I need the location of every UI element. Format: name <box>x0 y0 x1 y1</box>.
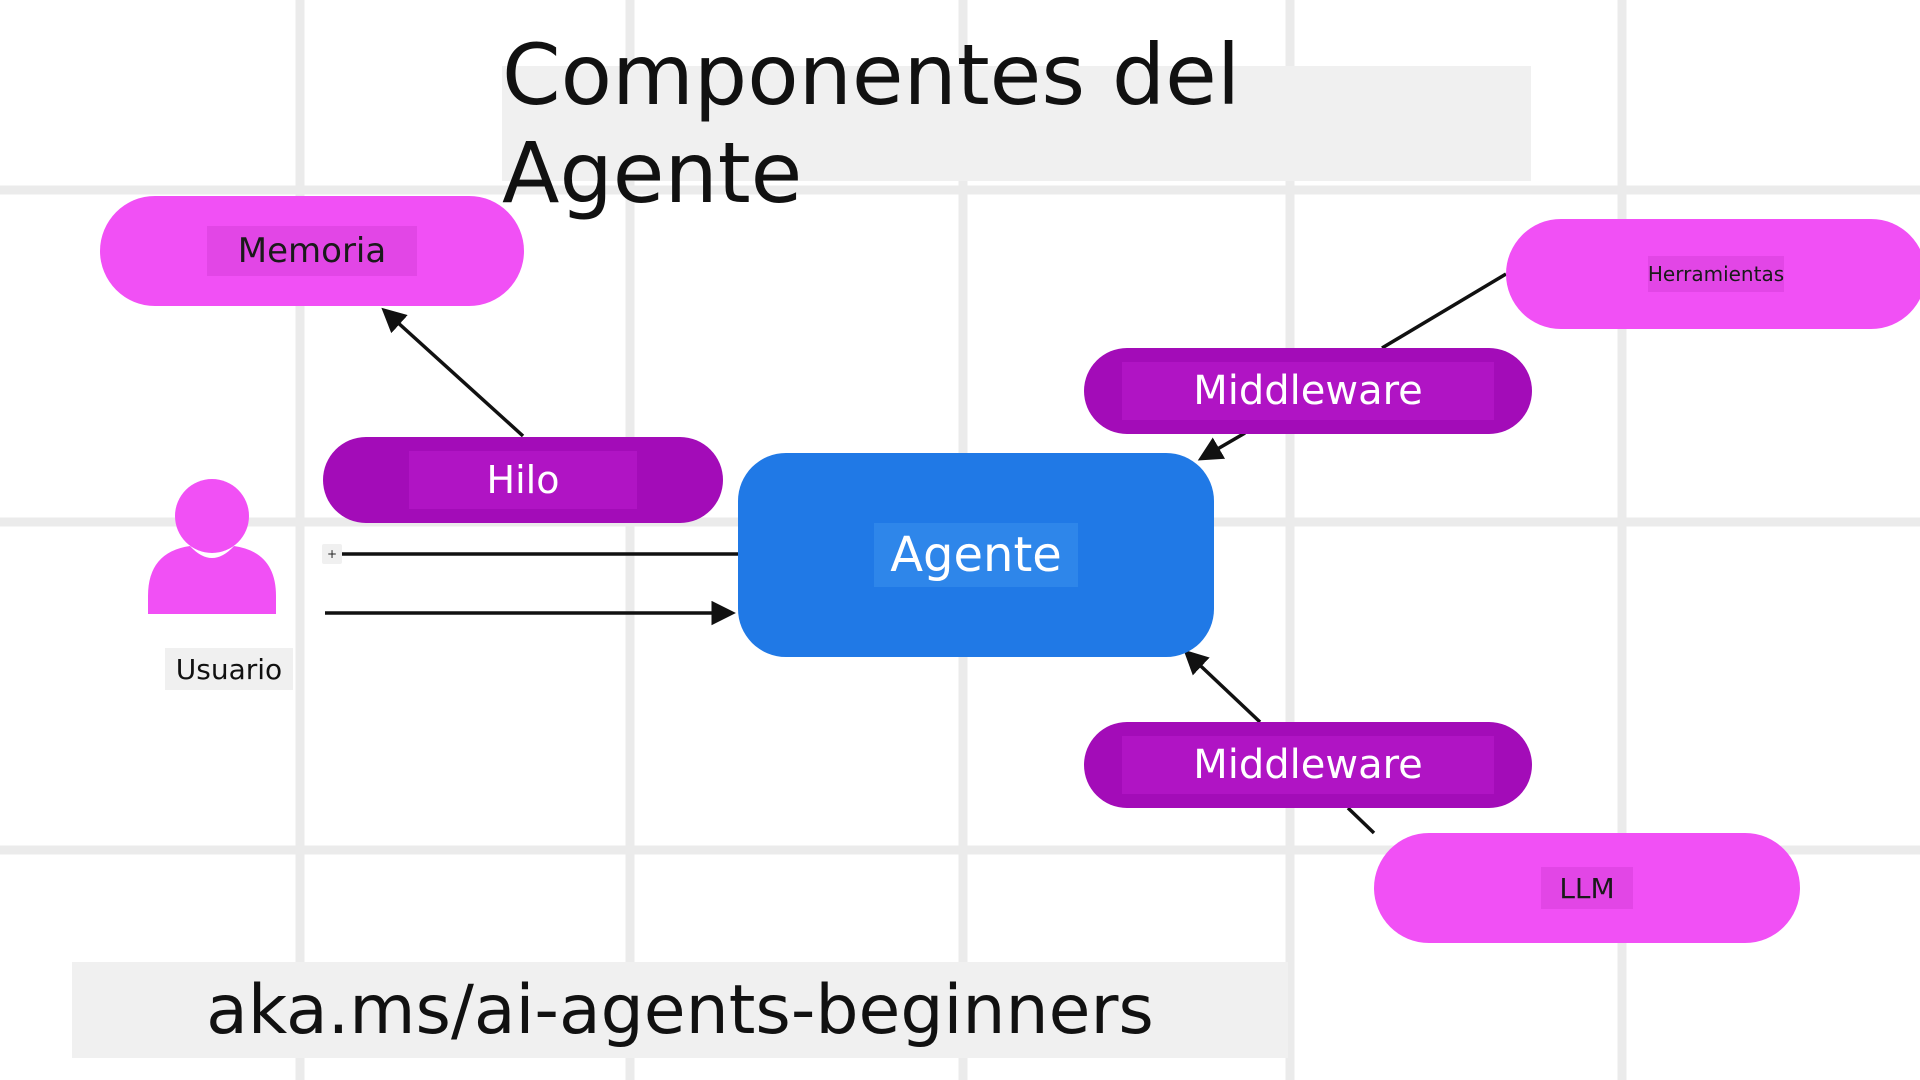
memoria-node: Memoria <box>100 196 524 306</box>
hilo-label: Hilo <box>409 451 637 509</box>
middleware-bottom-label: Middleware <box>1122 736 1494 794</box>
middleware-top-label: Middleware <box>1122 362 1494 420</box>
herramientas-label: Herramientas <box>1648 256 1784 292</box>
llm-label: LLM <box>1541 867 1633 909</box>
herramientas-node: Herramientas <box>1506 219 1920 329</box>
usuario-label-text: Usuario <box>175 652 283 686</box>
middleware-top-node: Middleware <box>1084 348 1532 434</box>
add-button-label: + <box>326 547 338 561</box>
memoria-label: Memoria <box>207 226 417 276</box>
user-icon <box>148 479 276 614</box>
agente-label: Agente <box>874 523 1078 587</box>
middleware-bottom-node: Middleware <box>1084 722 1532 808</box>
page-title: Componentes del Agente <box>502 26 1531 222</box>
footer-link[interactable]: aka.ms/ai-agents-beginners <box>72 962 1288 1058</box>
agente-node: Agente <box>738 453 1214 657</box>
llm-node: LLM <box>1374 833 1800 943</box>
usuario-label: Usuario <box>165 648 293 690</box>
page-title-text: Componentes del Agente <box>502 25 1241 222</box>
add-button[interactable]: + <box>322 544 342 564</box>
hilo-node: Hilo <box>323 437 723 523</box>
footer-link-text: aka.ms/ai-agents-beginners <box>206 970 1154 1050</box>
